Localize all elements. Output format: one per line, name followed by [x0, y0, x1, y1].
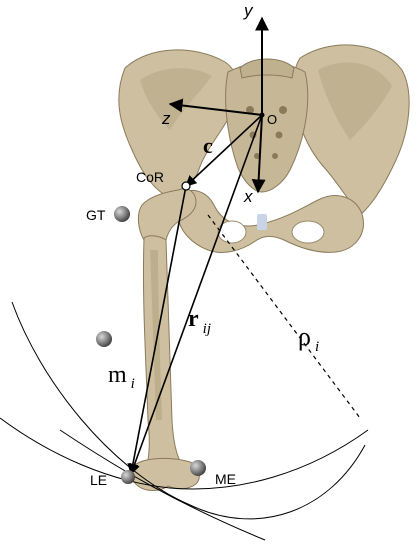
label-c: c: [203, 133, 213, 158]
marker-thigh: [96, 331, 112, 347]
label-rho-i: ρ i: [298, 322, 319, 355]
marker-me: [190, 460, 206, 476]
label-m-main: m: [108, 362, 127, 388]
origin-point: [260, 113, 265, 118]
marker-le: [121, 470, 135, 484]
pubic-ring: [178, 190, 364, 252]
label-gt: GT: [86, 207, 106, 223]
label-axis-z: z: [161, 109, 171, 128]
label-m-sub: i: [131, 376, 135, 392]
marker-gt: [114, 206, 130, 222]
label-axis-y: y: [243, 1, 254, 20]
label-r-ij: r ij: [188, 306, 211, 337]
cor-point: [182, 182, 190, 190]
label-me: ME: [215, 471, 236, 487]
label-le: LE: [90, 472, 107, 488]
label-rho-main: ρ: [298, 322, 311, 351]
label-r-main: r: [188, 306, 199, 332]
label-origin: O: [267, 112, 277, 127]
label-cor: CoR: [136, 169, 164, 185]
sacrum: [226, 63, 308, 192]
label-m-i: m i: [108, 362, 135, 392]
label-r-sub: ij: [203, 321, 211, 337]
label-axis-x: x: [243, 187, 253, 206]
femur-distal: [132, 458, 200, 490]
label-rho-sub: i: [315, 339, 319, 355]
